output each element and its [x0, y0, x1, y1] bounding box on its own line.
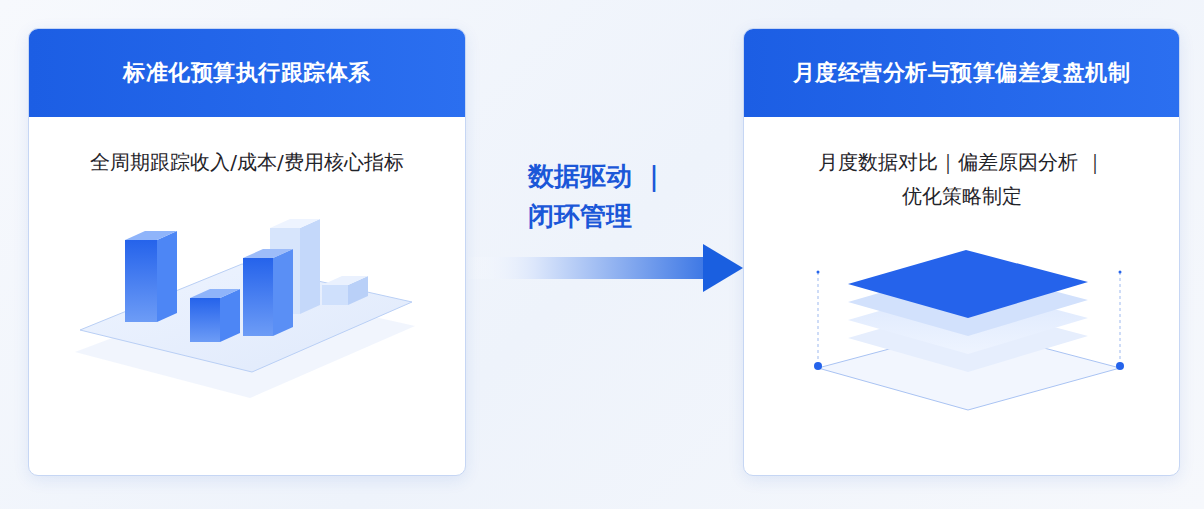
bar-chart-illustration	[75, 219, 415, 398]
chart-bar-top	[270, 219, 320, 228]
arrow-shaft	[466, 257, 707, 279]
layer-stack-illustration	[814, 250, 1124, 410]
stack-layer	[848, 304, 1088, 372]
card-description: 月度数据对比｜偏差原因分析 ｜优化策略制定	[802, 145, 1122, 213]
arrow-label: 数据驱动 ｜闭环管理	[528, 156, 698, 236]
chart-bar-top	[190, 289, 240, 298]
chart-bar-side	[273, 249, 293, 336]
guide-line	[1120, 272, 1121, 366]
chart-platform	[80, 264, 412, 372]
card-description: 全周期跟踪收入/成本/费用核心指标	[47, 145, 447, 179]
base-slab	[75, 288, 415, 398]
chart-bar	[190, 298, 220, 342]
chart-bar-top	[125, 231, 177, 240]
chart-bar	[243, 258, 273, 336]
stack-layer	[848, 286, 1088, 354]
guide-dot	[814, 362, 822, 370]
guide-dot	[817, 271, 820, 274]
chart-bar-side	[157, 231, 177, 322]
chart-bar-side	[348, 276, 368, 305]
guide-dot	[1116, 362, 1124, 370]
chart-bar-side	[300, 219, 320, 314]
base-outline	[818, 328, 1120, 410]
guide-line	[818, 272, 819, 366]
stack-top-layer	[848, 250, 1088, 318]
guide-dot	[1119, 271, 1122, 274]
process-card: 月度经营分析与预算偏差复盘机制月度数据对比｜偏差原因分析 ｜优化策略制定	[743, 28, 1180, 476]
flow-arrow	[466, 244, 743, 292]
process-card: 标准化预算执行跟踪体系全周期跟踪收入/成本/费用核心指标	[28, 28, 466, 476]
chart-bar	[322, 285, 348, 305]
arrow-head	[703, 244, 743, 292]
card-title: 月度经营分析与预算偏差复盘机制	[744, 29, 1179, 117]
chart-bar-top	[243, 249, 293, 258]
chart-bar	[125, 240, 157, 322]
stack-layer	[848, 268, 1088, 336]
chart-bar-top	[322, 276, 368, 285]
chart-bar-side	[220, 289, 240, 342]
card-title: 标准化预算执行跟踪体系	[29, 29, 465, 117]
chart-bar	[270, 228, 300, 314]
